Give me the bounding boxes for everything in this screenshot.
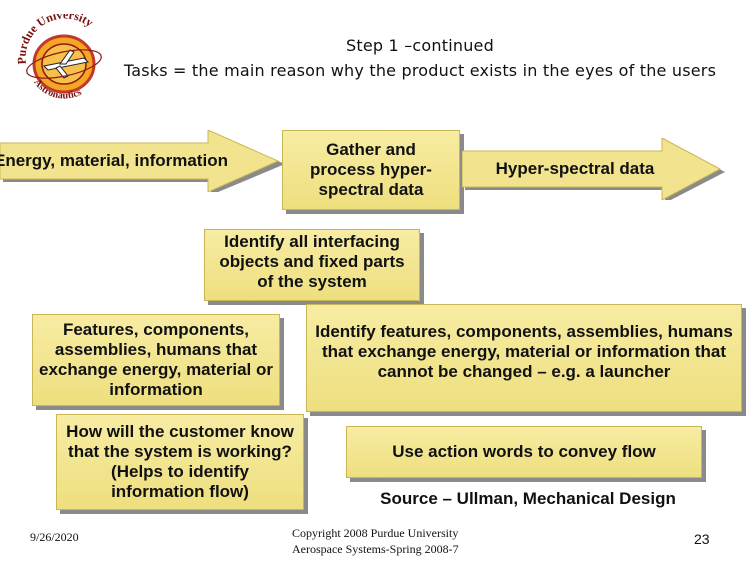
features-box: Features, components, assemblies, humans… bbox=[32, 314, 280, 406]
input-arrow: Energy, material, information bbox=[0, 130, 282, 192]
right-arrow-icon-output bbox=[462, 138, 725, 200]
right-arrow-icon bbox=[0, 130, 282, 192]
identify-all-text: Identify all interfacing objects and fix… bbox=[219, 232, 405, 291]
identify-features-text: Identify features, components, assemblie… bbox=[315, 322, 733, 381]
identify-all-box: Identify all interfacing objects and fix… bbox=[204, 229, 420, 301]
footer-copyright-line2: Aerospace Systems-Spring 2008-7 bbox=[292, 542, 459, 556]
gather-box: Gather and process hyper-spectral data bbox=[282, 130, 460, 210]
slide-title-line2: Tasks = the main reason why the product … bbox=[123, 61, 717, 80]
slide-title-line1: Step 1 –continued bbox=[346, 36, 494, 55]
identify-features-box: Identify features, components, assemblie… bbox=[306, 304, 742, 412]
features-text: Features, components, assemblies, humans… bbox=[38, 320, 273, 399]
logo-emblem-icon: Purdue University Astronautics bbox=[14, 8, 102, 102]
how-will-box: How will the customer know that the syst… bbox=[56, 414, 304, 510]
source-text: Source – Ullman, Mechanical Design bbox=[380, 489, 676, 508]
gather-box-text: Gather and process hyper-spectral data bbox=[310, 140, 432, 199]
output-arrow-label: Hyper-spectral data bbox=[495, 159, 655, 178]
purdue-logo: Purdue University Astronautics bbox=[14, 8, 110, 104]
action-words-box: Use action words to convey flow bbox=[346, 426, 702, 478]
how-will-text: How will the customer know that the syst… bbox=[66, 422, 294, 501]
page-number: 23 bbox=[694, 531, 710, 547]
input-arrow-label: Energy, material, information bbox=[0, 151, 228, 170]
footer-date: 9/26/2020 bbox=[30, 530, 79, 544]
output-arrow: Hyper-spectral data bbox=[462, 138, 726, 200]
footer-copyright-line1: Copyright 2008 Purdue University bbox=[292, 526, 459, 540]
action-words-text: Use action words to convey flow bbox=[392, 442, 656, 461]
